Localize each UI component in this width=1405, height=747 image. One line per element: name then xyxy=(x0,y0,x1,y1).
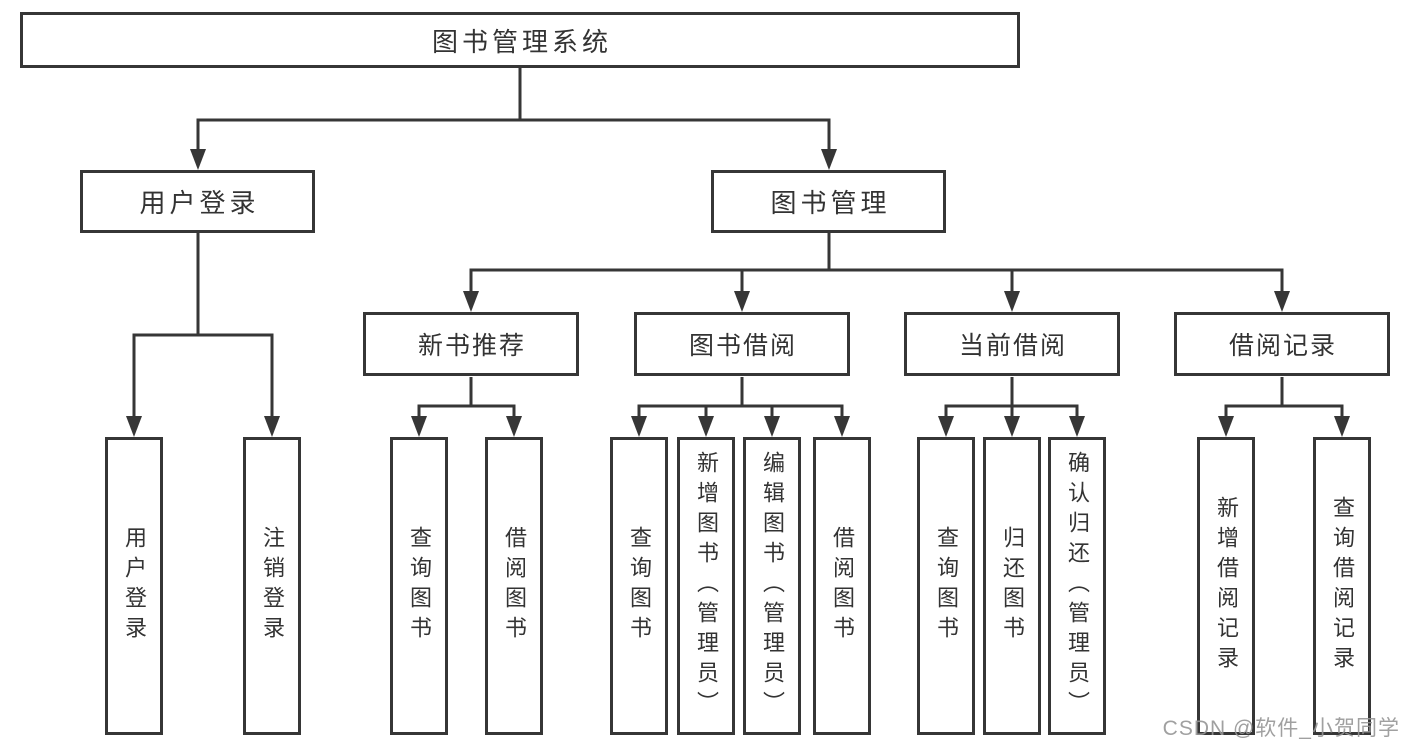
leaf-add-books-admin: 新增图书（管理员） xyxy=(677,437,735,735)
leaf-query-books-3-label: 查询图书 xyxy=(934,526,959,646)
connector-user-login-to-leaves xyxy=(126,233,280,437)
connector-records-to-leaves xyxy=(1218,377,1350,437)
leaf-confirm-return-admin-label: 确认归还（管理员） xyxy=(1065,451,1090,721)
leaf-confirm-return-admin: 确认归还（管理员） xyxy=(1048,437,1106,735)
node-new-book-recommend: 新书推荐 xyxy=(363,312,579,376)
connector-current-to-leaves xyxy=(938,377,1085,437)
leaf-query-books-2-label: 查询图书 xyxy=(627,526,652,646)
leaf-query-books-2: 查询图书 xyxy=(610,437,668,735)
csdn-watermark: CSDN @软件_小贺同学 xyxy=(1162,717,1400,740)
node-borrow-records: 借阅记录 xyxy=(1174,312,1390,376)
leaf-edit-books-admin-label: 编辑图书（管理员） xyxy=(760,451,785,721)
node-current-borrow: 当前借阅 xyxy=(904,312,1120,376)
leaf-user-login: 用户登录 xyxy=(105,437,163,735)
leaf-query-borrow-record-label: 查询借阅记录 xyxy=(1330,496,1355,676)
leaf-edit-books-admin: 编辑图书（管理员） xyxy=(743,437,801,735)
leaf-user-login-label: 用户登录 xyxy=(122,526,147,646)
leaf-add-books-admin-label: 新增图书（管理员） xyxy=(694,451,719,721)
leaf-borrow-books-2-label: 借阅图书 xyxy=(830,526,855,646)
node-book-borrow: 图书借阅 xyxy=(634,312,850,376)
leaf-logout: 注销登录 xyxy=(243,437,301,735)
leaf-borrow-books-1-label: 借阅图书 xyxy=(502,526,527,646)
connector-book-mgmt-to-level3 xyxy=(463,233,1290,312)
leaf-query-books-1: 查询图书 xyxy=(390,437,448,735)
connector-newbook-to-leaves xyxy=(411,377,522,437)
node-book-management: 图书管理 xyxy=(711,170,946,233)
leaf-borrow-books-2: 借阅图书 xyxy=(813,437,871,735)
connector-root-to-level2 xyxy=(190,68,837,170)
leaf-query-books-3: 查询图书 xyxy=(917,437,975,735)
leaf-return-books: 归还图书 xyxy=(983,437,1041,735)
leaf-query-borrow-record: 查询借阅记录 xyxy=(1313,437,1371,735)
leaf-query-books-1-label: 查询图书 xyxy=(407,526,432,646)
leaf-borrow-books-1: 借阅图书 xyxy=(485,437,543,735)
node-library-management-system: 图书管理系统 xyxy=(20,12,1020,68)
connector-borrow-to-leaves xyxy=(631,377,850,437)
leaf-return-books-label: 归还图书 xyxy=(1000,526,1025,646)
leaf-logout-label: 注销登录 xyxy=(260,526,285,646)
leaf-add-borrow-record: 新增借阅记录 xyxy=(1197,437,1255,735)
node-user-login: 用户登录 xyxy=(80,170,315,233)
leaf-add-borrow-record-label: 新增借阅记录 xyxy=(1214,496,1239,676)
